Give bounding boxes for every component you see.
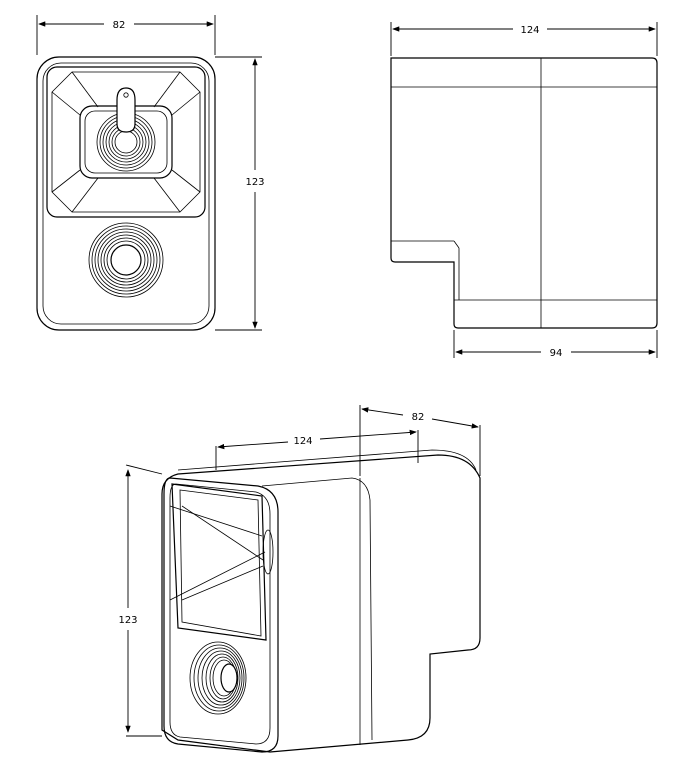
panel-ray [171,91,201,116]
iso-silhouette [161,454,481,753]
iso-panel-ray [181,565,264,601]
iso-panel-ray [181,505,264,561]
iso-front-face-inner [169,483,271,745]
side-length-label: 124 [520,25,539,36]
iso-top-edge [177,449,477,471]
ext-line [125,464,163,475]
iso-length-label: 124 [293,436,312,447]
iso-panel-ray [169,551,266,601]
panel-ray [71,177,99,213]
iso-panel-recess-inner [179,489,262,637]
iso-split-line [261,477,373,741]
panel-ray [51,91,81,116]
panel-ray [71,71,99,108]
joystick-tip [123,92,129,98]
iso-front-face [163,477,279,753]
iso-view: 124 82 123 [118,405,481,753]
lower-knob-rings [88,222,164,298]
front-view: 82 123 [36,15,265,331]
iso-width-label: 82 [412,412,425,423]
panel-ray [153,71,181,108]
dim-line-iso-length [319,429,417,440]
front-width-label: 82 [113,20,126,31]
dim-line-iso-width [431,418,479,429]
side-view: 124 94 [390,22,658,359]
panel-ray [153,177,181,213]
front-height-label: 123 [245,177,264,188]
joystick-lever [116,87,136,133]
dim-line-iso-length [217,441,289,450]
panel-ray [171,169,201,193]
iso-joystick-edge [262,529,274,575]
iso-panel-ray [169,505,263,537]
side-step-edge [453,240,460,249]
front-body-inner-edge [42,62,210,325]
dim-line-iso-width [361,407,404,416]
iso-panel-recess [171,483,267,641]
control-panel-outline [46,66,206,218]
side-outline [390,57,658,329]
iso-knob-rings [189,641,247,715]
panel-ray [51,169,81,193]
iso-height-label: 123 [118,615,137,626]
front-body-outline [36,56,216,331]
side-base-label: 94 [550,348,563,359]
